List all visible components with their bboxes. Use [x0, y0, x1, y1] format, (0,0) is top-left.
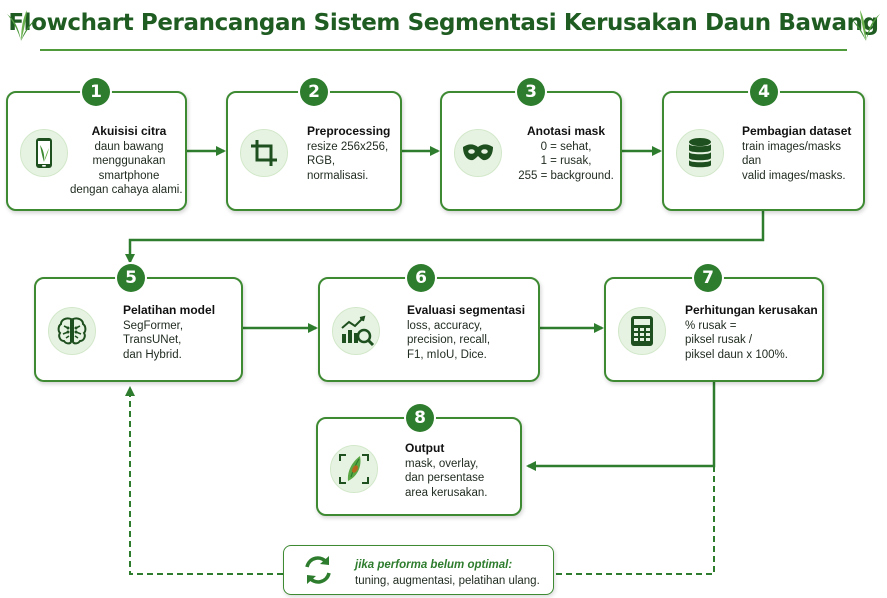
step-title: Pembagian dataset	[742, 124, 852, 138]
step-line: daun bawang	[94, 140, 164, 153]
step-line: TransUNet,	[123, 334, 182, 346]
title-divider	[40, 49, 847, 51]
step-text: Preprocessing resize 256x256, RGB, norma…	[307, 124, 402, 183]
step-box-annotation: Anotasi mask 0 = sehat, 1 = rusak, 255 =…	[440, 91, 622, 211]
database-icon-circle	[676, 129, 724, 177]
page-title: Flowchart Perancangan Sistem Segmentasi …	[8, 10, 879, 36]
step-line: SegFormer,	[123, 319, 184, 332]
chart-magnifier-icon-circle	[332, 307, 380, 355]
arrow-7-8	[526, 382, 716, 471]
step-text: Pembagian dataset train images/masks dan…	[742, 124, 866, 183]
feedback-box: jika performa belum optimal: tuning, aug…	[283, 545, 554, 595]
step-line: 255 = background.	[518, 169, 614, 182]
step-line: resize 256x256,	[307, 140, 389, 153]
database-icon	[689, 138, 711, 168]
step-number-badge: 7	[694, 264, 722, 292]
brain-icon-circle	[48, 307, 96, 355]
step-box-acquisition: Akuisisi citra daun bawang menggunakan s…	[6, 91, 187, 211]
step-line: dan	[742, 155, 762, 167]
step-text: Evaluasi segmentasi loss, accuracy, prec…	[407, 303, 537, 362]
step-line: F1, mIoU, Dice.	[407, 348, 487, 361]
step-line: loss, accuracy,	[407, 319, 483, 332]
step-line: menggunakan	[92, 155, 166, 167]
step-line: valid images/masks.	[742, 169, 846, 182]
step-text: Pelatihan model SegFormer, TransUNet, da…	[123, 303, 238, 362]
step-line: 1 = rusak,	[540, 155, 592, 167]
step-line: dengan cahaya alami.	[70, 184, 183, 196]
brain-icon	[57, 317, 87, 345]
crop-icon	[251, 140, 277, 166]
step-title: Evaluasi segmentasi	[407, 303, 526, 317]
step-line: mask, overlay,	[405, 457, 479, 470]
step-box-damage-calculation: Perhitungan kerusakan % rusak = piksel r…	[604, 277, 824, 382]
step-number-badge: 5	[117, 264, 145, 292]
step-number-badge: 6	[407, 264, 435, 292]
feedback-title: jika performa belum optimal:	[355, 559, 513, 571]
calculator-icon	[631, 316, 653, 346]
step-number-badge: 1	[82, 78, 110, 106]
grass-leaves-icon	[852, 10, 880, 41]
step-box-evaluation: Evaluasi segmentasi loss, accuracy, prec…	[318, 277, 540, 382]
mask-icon-circle	[454, 129, 502, 177]
smartphone-icon	[36, 138, 52, 168]
step-line: % rusak =	[685, 319, 737, 332]
leaf-scan-icon-circle	[330, 445, 378, 493]
feedback-line-right	[555, 466, 715, 575]
step-number-badge: 3	[517, 78, 545, 106]
step-box-output: Output mask, overlay, dan persentase are…	[316, 417, 522, 516]
step-title: Perhitungan kerusakan	[685, 303, 818, 317]
step-line: 0 = sehat,	[540, 140, 592, 153]
step-title: Pelatihan model	[123, 303, 216, 317]
step-number-badge: 4	[750, 78, 778, 106]
feedback-line-left	[125, 386, 283, 575]
mask-icon	[463, 144, 493, 161]
step-title: Preprocessing	[307, 124, 391, 138]
step-box-model-training: Pelatihan model SegFormer, TransUNet, da…	[34, 277, 243, 382]
leaf-scan-icon	[339, 454, 369, 484]
step-box-preprocessing: Preprocessing resize 256x256, RGB, norma…	[226, 91, 402, 211]
step-line: piksel daun x 100%.	[685, 348, 788, 361]
step-number-badge: 2	[300, 78, 328, 106]
calculator-icon-circle	[618, 307, 666, 355]
step-line: RGB,	[307, 155, 336, 167]
step-line: precision, recall,	[407, 334, 491, 346]
grass-leaves-icon	[7, 10, 35, 41]
step-text: Anotasi mask 0 = sehat, 1 = rusak, 255 =…	[510, 124, 622, 183]
step-number-badge: 8	[406, 404, 434, 432]
step-line: smartphone	[98, 169, 160, 182]
step-line: dan persentase	[405, 472, 485, 484]
step-line: dan Hybrid.	[123, 348, 182, 361]
step-line: piksel rusak /	[685, 334, 753, 346]
refresh-icon	[305, 556, 331, 584]
smartphone-icon-circle	[20, 129, 68, 177]
step-line: normalisasi.	[307, 169, 369, 182]
step-title: Anotasi mask	[526, 124, 606, 138]
step-text: Output mask, overlay, dan persentase are…	[405, 441, 520, 500]
step-text: Perhitungan kerusakan % rusak = piksel r…	[685, 303, 825, 362]
step-line: train images/masks	[742, 140, 842, 153]
step-box-dataset-split: Pembagian dataset train images/masks dan…	[662, 91, 865, 211]
step-title: Akuisisi citra	[91, 124, 167, 138]
step-line: area kerusakan.	[405, 486, 488, 499]
arrow-4-5	[125, 210, 765, 264]
chart-magnifier-icon	[341, 315, 375, 347]
crop-icon-circle	[240, 129, 288, 177]
step-title: Output	[405, 441, 445, 455]
step-text: Akuisisi citra daun bawang menggunakan s…	[70, 124, 184, 198]
feedback-text: tuning, augmentasi, pelatihan ulang.	[355, 575, 540, 587]
